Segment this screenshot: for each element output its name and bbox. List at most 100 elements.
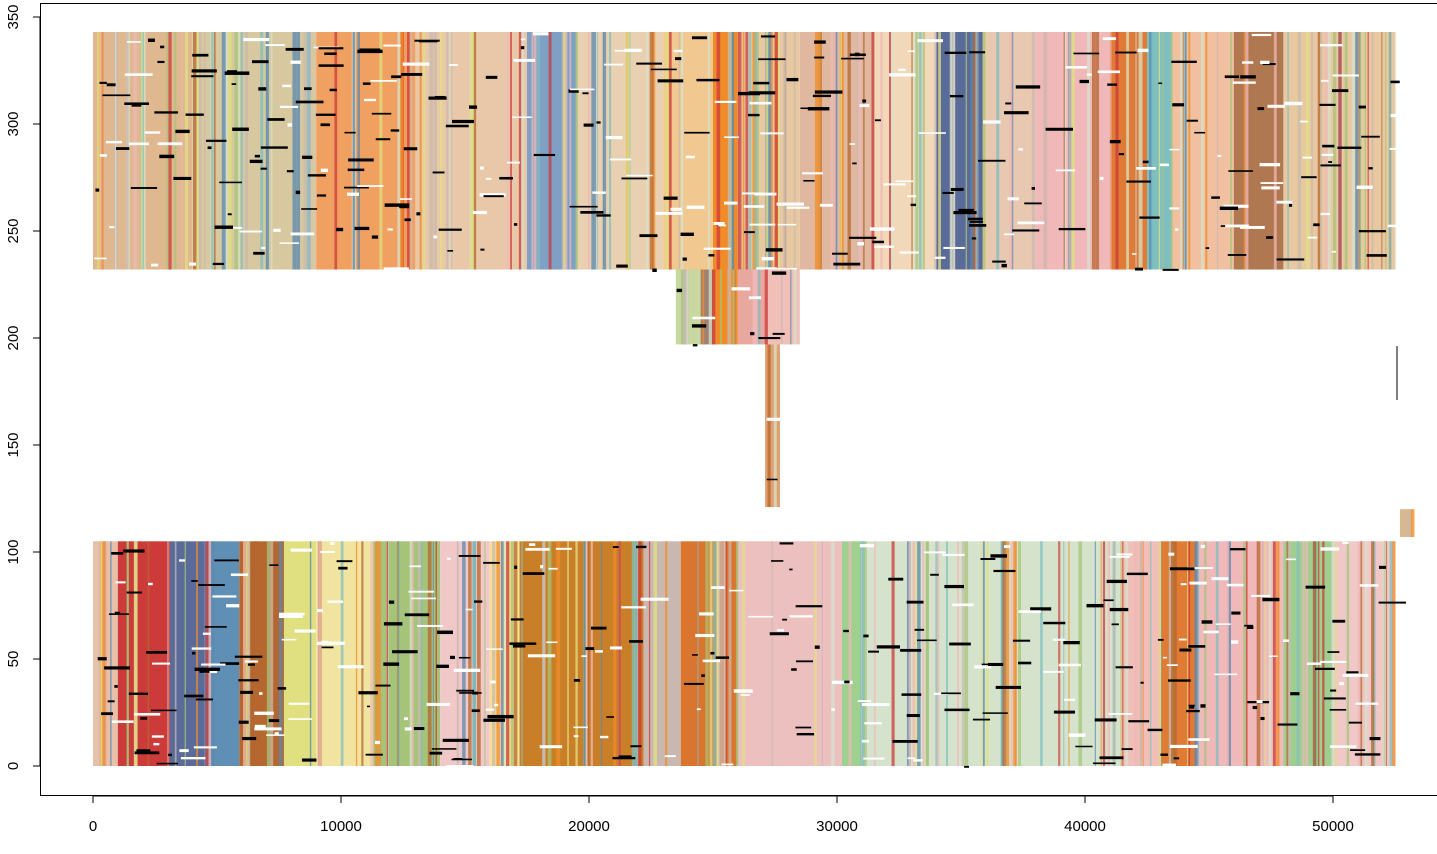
x-tick-label: 50000 — [1312, 818, 1354, 835]
heatmap-cell — [296, 101, 324, 104]
heatmap-cell — [191, 75, 213, 77]
heatmap-cell — [907, 601, 924, 604]
heatmap-cell — [358, 691, 377, 694]
heatmap-cell — [1043, 671, 1064, 673]
heatmap-cell — [761, 35, 775, 37]
y-tick-label: 0 — [5, 762, 22, 770]
heatmap-stripe — [1355, 32, 1359, 270]
heatmap-stripe — [181, 32, 182, 270]
heatmap-cell — [1227, 584, 1244, 587]
heatmap-stripe — [1381, 32, 1382, 270]
heatmap-stripe — [892, 541, 895, 766]
heatmap-cell — [1188, 645, 1205, 648]
heatmap-stripe — [501, 541, 504, 766]
heatmap-stripe — [433, 541, 434, 766]
heatmap-cell — [115, 612, 120, 614]
heatmap-stripe — [953, 32, 955, 270]
heatmap-stripe — [251, 541, 252, 766]
heatmap-cell — [930, 574, 939, 576]
heatmap-cell — [973, 719, 990, 721]
heatmap-cell — [786, 78, 798, 81]
heatmap-cell — [148, 583, 153, 585]
heatmap-cell — [570, 206, 598, 208]
heatmap-stripe — [400, 32, 404, 270]
heatmap-stripe — [549, 32, 552, 270]
heatmap-stripe — [586, 541, 588, 766]
heatmap-cell — [942, 192, 953, 194]
heatmap-cell — [131, 187, 157, 189]
heatmap-segment — [738, 541, 842, 766]
heatmap-cell — [319, 47, 344, 49]
heatmap-cell — [708, 254, 714, 256]
heatmap-cell — [780, 542, 794, 544]
heatmap-cell — [1002, 264, 1007, 267]
heatmap-stripe — [794, 32, 796, 270]
heatmap-cell — [255, 155, 260, 158]
heatmap-stripe — [266, 32, 269, 270]
heatmap-stripe — [669, 32, 672, 270]
heatmap-stripe — [496, 541, 500, 766]
heatmap-cell — [870, 227, 895, 230]
heatmap-cell — [900, 649, 921, 652]
heatmap-cell — [289, 703, 310, 705]
heatmap-cell — [206, 140, 226, 142]
heatmap-cell — [269, 564, 278, 566]
heatmap-stripe — [492, 541, 495, 766]
heatmap-cell — [525, 548, 549, 551]
heatmap-cell — [344, 187, 369, 189]
heatmap-cell — [1315, 668, 1335, 670]
heatmap-cell — [872, 241, 884, 243]
heatmap-cell — [573, 727, 588, 729]
heatmap-stripe — [768, 344, 771, 507]
heatmap-stripe — [836, 32, 838, 270]
heatmap-cell — [892, 740, 917, 743]
heatmap-cell — [213, 263, 224, 265]
heatmap-cell — [616, 265, 628, 268]
heatmap-stripe — [646, 32, 648, 270]
heatmap-stripe — [964, 541, 968, 766]
heatmap-stripe — [775, 32, 778, 270]
heatmap-cell — [983, 712, 1008, 714]
heatmap-cell — [1343, 674, 1369, 677]
heatmap-cell — [367, 706, 370, 708]
heatmap-stripe — [1198, 541, 1199, 766]
heatmap-stripe — [966, 32, 967, 270]
heatmap-stripe — [1390, 541, 1393, 766]
heatmap-cell — [1260, 61, 1269, 64]
heatmap-cell — [1095, 718, 1117, 721]
heatmap-cell — [231, 573, 248, 576]
heatmap-stripe — [254, 541, 257, 766]
heatmap-stripe — [1095, 32, 1099, 270]
heatmap-cell — [232, 83, 237, 85]
heatmap-cell — [248, 663, 255, 665]
heatmap-cell — [1253, 706, 1258, 709]
heatmap-cell — [675, 57, 681, 60]
heatmap-cell — [446, 125, 469, 128]
heatmap-cell — [549, 568, 558, 570]
heatmap-stripe — [831, 541, 834, 766]
heatmap-segment — [874, 32, 936, 270]
heatmap-cell — [269, 719, 279, 722]
heatmap-cell — [1368, 167, 1372, 169]
heatmap-stripe — [686, 270, 687, 345]
heatmap-stripe — [133, 32, 136, 270]
heatmap-cell — [832, 681, 853, 684]
heatmap-cell — [1162, 764, 1176, 767]
heatmap-cell — [1322, 154, 1334, 156]
heatmap-stripe — [1244, 32, 1246, 270]
heatmap-cell — [944, 709, 969, 712]
heatmap-cell — [1194, 132, 1205, 134]
heatmap-cell — [1043, 622, 1065, 624]
heatmap-cell — [179, 559, 185, 561]
heatmap-cell — [687, 206, 705, 209]
heatmap-cell — [1261, 186, 1279, 189]
heatmap-cell — [969, 51, 985, 53]
heatmap-cell — [686, 156, 695, 159]
heatmap-cell — [484, 195, 504, 197]
heatmap-stripe — [174, 32, 176, 270]
heatmap-stripe — [911, 32, 912, 270]
heatmap-cell — [240, 691, 253, 694]
heatmap-stripe — [318, 541, 321, 766]
heatmap-stripe — [436, 541, 437, 766]
heatmap-cell — [401, 73, 422, 76]
